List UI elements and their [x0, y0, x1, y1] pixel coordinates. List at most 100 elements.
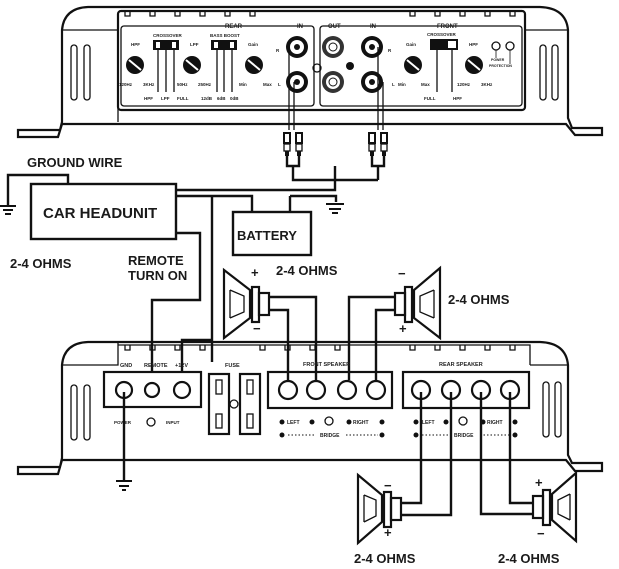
rca-out-label: OUT: [328, 24, 341, 30]
svg-text:HPF: HPF: [144, 96, 153, 101]
front-gain-knob[interactable]: [404, 56, 422, 74]
rear-gain-label: Gain: [248, 42, 258, 47]
svg-text:INPUT: INPUT: [166, 420, 180, 425]
svg-text:0dB: 0dB: [230, 96, 239, 101]
ground-symbol-icon: [326, 203, 344, 214]
speaker-front-right: − + 2-4 OHMS: [347, 265, 510, 380]
svg-text:R: R: [276, 48, 280, 53]
rca-jack-rear-in-r[interactable]: [286, 36, 308, 58]
polarity-minus: −: [398, 266, 406, 281]
polarity-plus: +: [251, 265, 259, 280]
svg-text:FULL: FULL: [177, 96, 189, 101]
rca-jack-out-l[interactable]: [322, 71, 344, 93]
remote-terminal[interactable]: [143, 381, 161, 399]
power-led-icon: [491, 41, 501, 58]
bass-boost-label: BASS BOOST: [210, 33, 240, 38]
svg-text:RIGHT: RIGHT: [487, 420, 503, 426]
vent-slot: [542, 381, 550, 438]
rear-crossover-label: CROSSOVER: [153, 33, 183, 38]
rear-lpf-knob[interactable]: [183, 56, 201, 74]
rear-hpf-knob[interactable]: [126, 56, 144, 74]
protection-led-icon: [505, 41, 515, 64]
car-headunit-label: CAR HEADUNIT: [43, 205, 157, 222]
svg-text:POWER: POWER: [491, 58, 505, 62]
bass-boost-switch[interactable]: [211, 40, 237, 50]
rear-lpf-label: LPF: [190, 42, 199, 47]
rca-plug-icon: [368, 132, 376, 156]
svg-text:R: R: [388, 48, 392, 53]
svg-text:LEFT: LEFT: [422, 420, 435, 426]
polarity-minus: −: [253, 321, 261, 336]
svg-text:+12V: +12V: [175, 363, 188, 369]
svg-text:FULL: FULL: [424, 96, 436, 101]
rca-jack-front-in-l[interactable]: [361, 71, 383, 93]
battery-label: BATTERY: [237, 228, 297, 243]
vent-slot: [70, 384, 78, 441]
rca-plug-icon: [295, 132, 303, 156]
ground-symbol-icon: [0, 205, 16, 215]
ground-wire-label: GROUND WIRE: [27, 155, 123, 170]
svg-text:BRIDGE: BRIDGE: [320, 433, 340, 439]
rca-jack-front-in-r[interactable]: [361, 36, 383, 58]
svg-text:120Hz: 120Hz: [119, 82, 133, 87]
top-amplifier: REAR IN OUT IN FRONT HPF 120Hz 3KHz CROS…: [16, 5, 604, 139]
svg-text:PROTECTION: PROTECTION: [489, 64, 512, 68]
12v-terminal[interactable]: [172, 380, 192, 400]
vent-slot: [70, 44, 78, 101]
rear-speaker-terminal-block: [401, 370, 531, 410]
front-speaker-terminal[interactable]: [336, 379, 358, 401]
svg-text:250Hz: 250Hz: [198, 82, 212, 87]
svg-text:RIGHT: RIGHT: [353, 420, 369, 426]
bottom-amplifier: GND REMOTE +12V POWER INPUT FUSE FRONT S…: [16, 340, 604, 476]
polarity-minus: −: [537, 526, 545, 541]
vent-slot: [551, 44, 559, 101]
rca-jack-out-r[interactable]: [322, 36, 344, 58]
front-crossover-label: CROSSOVER: [427, 32, 457, 37]
speaker-cone-icon: [222, 267, 252, 341]
svg-text:Max: Max: [421, 82, 430, 87]
ohms-label: 2-4 OHMS: [276, 263, 338, 278]
svg-text:LPF: LPF: [161, 96, 170, 101]
svg-text:6dB: 6dB: [217, 96, 226, 101]
rca-plug-icon: [283, 132, 291, 156]
ohms-label: 2-4 OHMS: [448, 292, 510, 307]
speaker-rear-right: + − 2-4 OHMS: [479, 392, 578, 566]
polarity-plus: +: [535, 475, 543, 490]
fuse-holder[interactable]: [207, 372, 262, 436]
front-crossover-switch[interactable]: [430, 39, 458, 50]
svg-text:3KHz: 3KHz: [481, 82, 493, 87]
polarity-minus: −: [384, 478, 392, 493]
rca-plug-icon: [380, 132, 388, 156]
ohms-label: 2-4 OHMS: [10, 256, 72, 271]
rear-hpf-label: HPF: [131, 42, 140, 47]
car-headunit-box: [29, 182, 178, 241]
rear-section-label: REAR: [225, 24, 243, 30]
power-led-icon: [146, 417, 156, 427]
ohms-label: 2-4 OHMS: [498, 551, 560, 566]
rear-crossover-switch[interactable]: [153, 40, 179, 50]
svg-text:TURN ON: TURN ON: [128, 268, 187, 283]
svg-text:BRIDGE: BRIDGE: [454, 433, 474, 439]
front-hpf-knob[interactable]: [465, 56, 483, 74]
rear-gain-knob[interactable]: [245, 56, 263, 74]
svg-text:Min: Min: [239, 82, 247, 87]
front-hpf-label: HPF: [469, 42, 478, 47]
front-speaker-terminal[interactable]: [305, 379, 327, 401]
svg-text:12dB: 12dB: [201, 96, 213, 101]
ohms-label: 2-4 OHMS: [354, 551, 416, 566]
svg-text:HPF: HPF: [453, 96, 462, 101]
speaker-cone-icon: [356, 472, 384, 546]
front-gain-label: Gain: [406, 42, 416, 47]
rca-in-label: IN: [297, 24, 303, 30]
vent-slot: [554, 381, 562, 438]
bottom-amp-housing: [16, 340, 604, 476]
front-speaker-terminal[interactable]: [277, 379, 299, 401]
battery-box: [231, 210, 313, 257]
front-speaker-terminal[interactable]: [365, 379, 387, 401]
svg-text:3KHz: 3KHz: [143, 82, 155, 87]
svg-text:L: L: [278, 82, 281, 87]
front-speaker-label: FRONT SPEAKER: [303, 362, 350, 368]
svg-text:120Hz: 120Hz: [457, 82, 471, 87]
front-speaker-terminal-block: [266, 370, 394, 410]
